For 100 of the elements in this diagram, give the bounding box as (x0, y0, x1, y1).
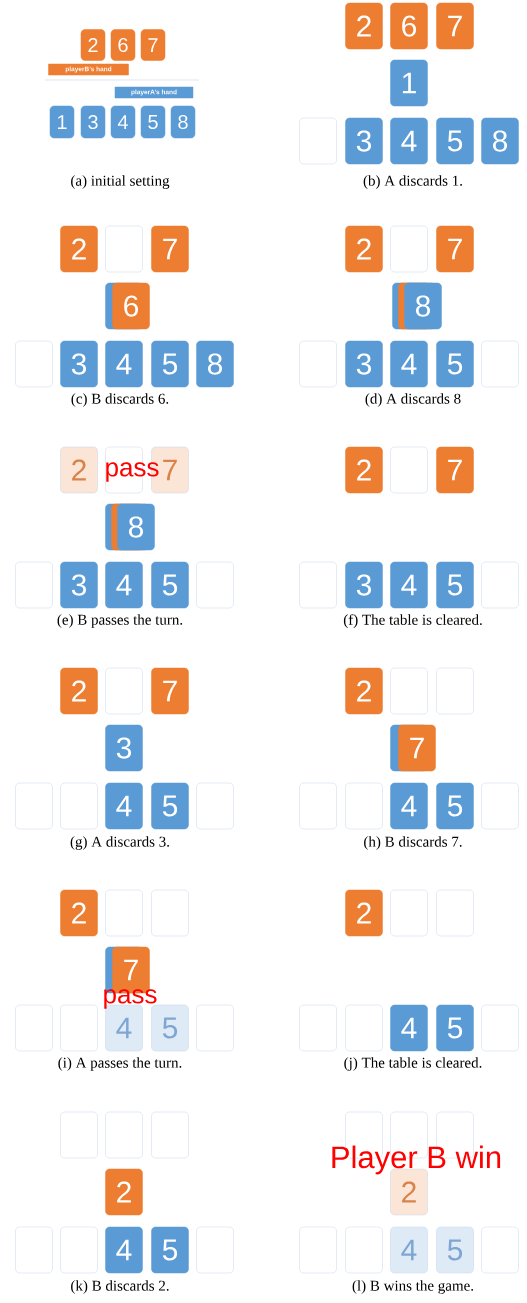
number-card: 7 (436, 2, 474, 50)
number-card: 8 (196, 340, 234, 388)
number-card: 7 (436, 225, 474, 273)
caption: (b) A discards 1. (363, 175, 462, 189)
number-card: 3 (105, 724, 143, 772)
empty-card-slot (436, 889, 474, 937)
number-card: 2 (80, 29, 106, 61)
caption: (l) B wins the game. (352, 1280, 474, 1294)
number-card: 4 (105, 561, 143, 609)
empty-card-slot (196, 561, 234, 609)
number-card: 4 (390, 561, 428, 609)
empty-card-slot (60, 1004, 98, 1052)
number-card: 8 (170, 105, 196, 139)
number-card: 4 (105, 1226, 143, 1274)
number-card: 2 (345, 225, 383, 273)
number-card: 2 (105, 1168, 143, 1216)
empty-card-slot (436, 667, 474, 715)
caption: (e) B passes the turn. (57, 614, 183, 628)
caption: (i) A passes the turn. (58, 1057, 182, 1071)
number-card: 4 (105, 782, 143, 830)
number-card: 8 (404, 282, 442, 330)
number-card: 8 (481, 117, 519, 165)
number-card: 8 (117, 503, 155, 551)
empty-card-slot (60, 1226, 98, 1274)
number-card: 5 (436, 1226, 474, 1274)
empty-card-slot (151, 889, 189, 937)
number-card: 4 (390, 340, 428, 388)
number-card: 5 (151, 782, 189, 830)
empty-card-slot (390, 667, 428, 715)
empty-card-slot (151, 1111, 189, 1159)
empty-card-slot (299, 117, 337, 165)
number-card: 6 (110, 29, 136, 61)
number-card: 4 (390, 117, 428, 165)
number-card: 4 (390, 782, 428, 830)
empty-card-slot (299, 340, 337, 388)
number-card: 5 (436, 782, 474, 830)
empty-card-slot (481, 1226, 519, 1274)
empty-card-slot (299, 1004, 337, 1052)
number-card: 5 (151, 561, 189, 609)
empty-card-slot (15, 340, 53, 388)
number-card: 3 (345, 117, 383, 165)
number-card: 3 (60, 340, 98, 388)
empty-card-slot (105, 1111, 143, 1159)
empty-card-slot (390, 889, 428, 937)
number-card: 2 (60, 446, 98, 494)
number-card: 2 (60, 667, 98, 715)
empty-card-slot (196, 1226, 234, 1274)
number-card: 1 (390, 59, 428, 107)
caption: (f) The table is cleared. (343, 614, 482, 628)
empty-card-slot (196, 782, 234, 830)
number-card: 4 (110, 105, 136, 139)
number-card: 7 (151, 225, 189, 273)
empty-card-slot (105, 667, 143, 715)
empty-card-slot (105, 889, 143, 937)
empty-card-slot (60, 1111, 98, 1159)
number-card: 5 (140, 105, 166, 139)
empty-card-slot (15, 561, 53, 609)
number-card: 5 (436, 561, 474, 609)
number-card: 5 (151, 340, 189, 388)
number-card: 5 (151, 1226, 189, 1274)
caption: (h) B discards 7. (364, 836, 462, 850)
empty-card-slot (481, 340, 519, 388)
empty-card-slot (481, 561, 519, 609)
empty-card-slot (60, 782, 98, 830)
empty-card-slot (390, 225, 428, 273)
empty-card-slot (105, 225, 143, 273)
number-card: 2 (60, 225, 98, 273)
number-card: 2 (345, 446, 383, 494)
number-card: 3 (345, 561, 383, 609)
number-card: 5 (436, 1004, 474, 1052)
number-card: 3 (60, 561, 98, 609)
number-card: 5 (151, 1004, 189, 1052)
number-card: 7 (151, 667, 189, 715)
empty-card-slot (345, 1004, 383, 1052)
empty-card-slot (299, 782, 337, 830)
caption: (j) The table is cleared. (344, 1057, 482, 1071)
number-card: 3 (345, 340, 383, 388)
number-card: 2 (345, 889, 383, 937)
number-card: 2 (60, 889, 98, 937)
caption: (c) B discards 6. (71, 393, 169, 407)
empty-card-slot (15, 1004, 53, 1052)
empty-card-slot (481, 1004, 519, 1052)
number-card: 6 (112, 282, 150, 330)
number-card: 7 (140, 29, 166, 61)
empty-card-slot (299, 561, 337, 609)
caption: (a) initial setting (71, 175, 170, 189)
number-card: 3 (80, 105, 106, 139)
number-card: 2 (345, 667, 383, 715)
empty-card-slot (196, 1004, 234, 1052)
number-card: 4 (390, 1226, 428, 1274)
number-card: 6 (390, 2, 428, 50)
empty-card-slot (15, 782, 53, 830)
empty-card-slot (345, 782, 383, 830)
caption: (k) B discards 2. (71, 1280, 169, 1294)
caption: (g) A discards 3. (70, 836, 169, 850)
empty-card-slot (299, 1226, 337, 1274)
number-card: 7 (398, 724, 436, 772)
number-card: 2 (390, 1168, 428, 1216)
caption: (d) A discards 8 (365, 393, 461, 407)
number-card: 1 (49, 105, 75, 139)
